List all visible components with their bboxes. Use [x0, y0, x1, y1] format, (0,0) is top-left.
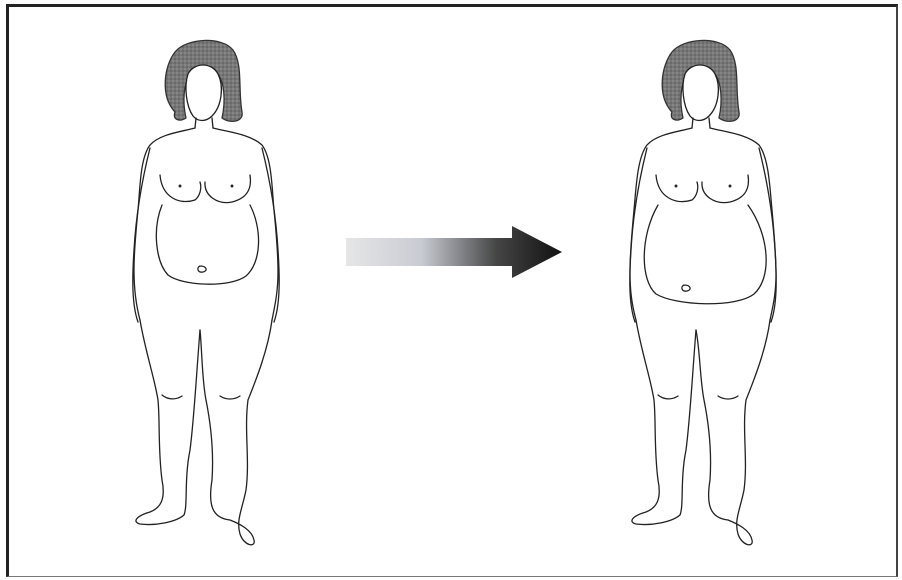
legs-left: [136, 320, 200, 525]
torso-left: [134, 128, 195, 320]
gradient-arrow-right: [346, 226, 562, 278]
woman-after-figure: [630, 40, 776, 544]
face-right: [683, 65, 718, 121]
belly-left: [156, 205, 258, 284]
belly-right: [644, 205, 766, 304]
face-left: [186, 65, 221, 121]
torso-right: [630, 128, 692, 320]
legs-right: [632, 320, 696, 525]
woman-before-figure: [133, 40, 279, 544]
